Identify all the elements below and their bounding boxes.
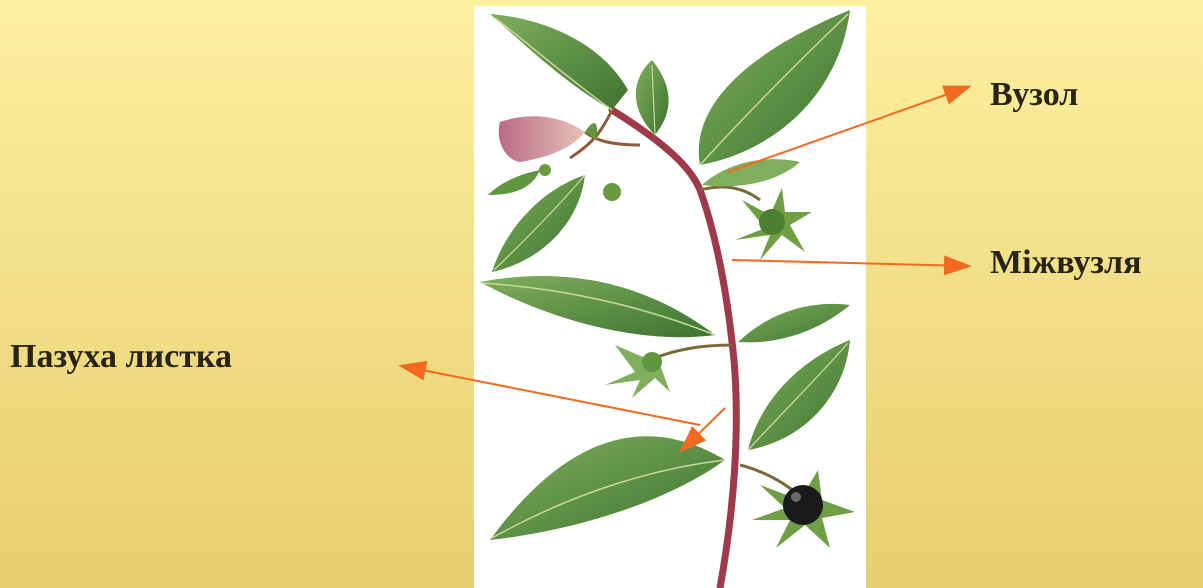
- bud-1: [603, 183, 621, 201]
- pointer-leaf-axil: [682, 408, 725, 450]
- bud-2: [539, 164, 551, 176]
- black-berry: [752, 470, 855, 548]
- branch-node: [700, 187, 760, 200]
- branch-mid: [655, 345, 732, 358]
- label-internode: Міжвузля: [990, 244, 1142, 282]
- green-fruit: [735, 188, 812, 260]
- flower: [499, 116, 597, 162]
- leaves: [480, 10, 850, 540]
- arrow-internode: [732, 260, 968, 266]
- green-calyx: [605, 345, 670, 398]
- label-leaf-axil: Пазуха листка: [10, 338, 232, 376]
- label-node: Вузол: [990, 76, 1078, 114]
